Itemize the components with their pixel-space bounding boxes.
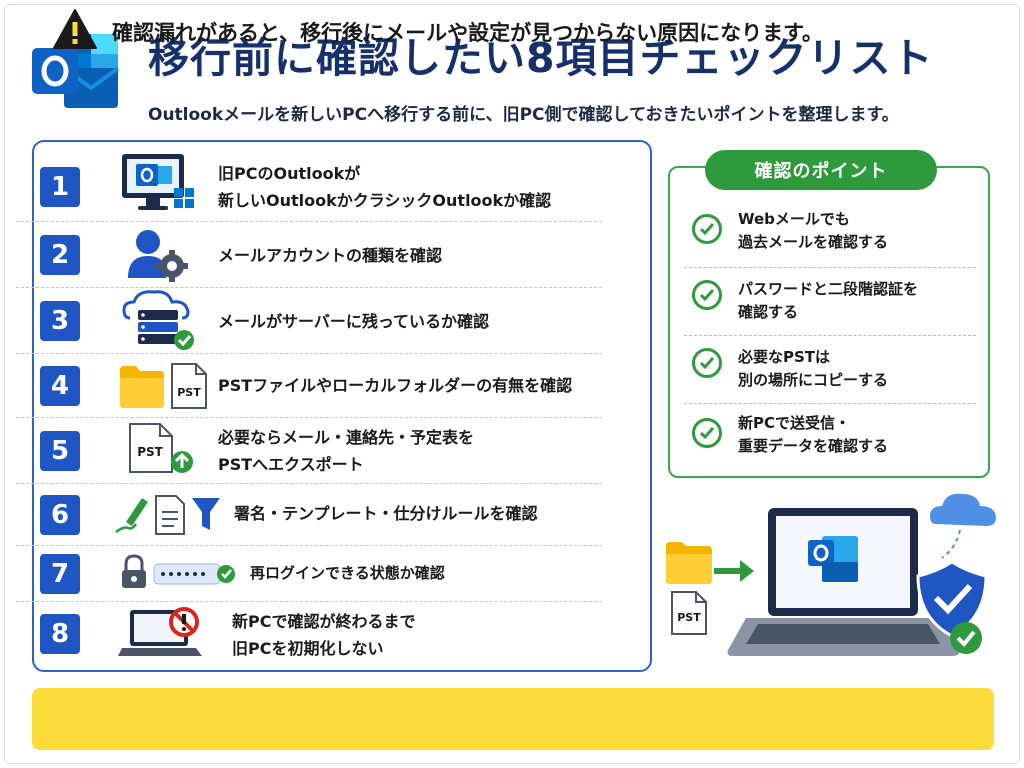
check-circle-icon bbox=[950, 622, 982, 654]
checklist-row-6-text: 署名・テンプレート・仕分けルールを確認 bbox=[234, 504, 538, 523]
point-item-3-text: 必要なPSTは 別の場所にコピーする bbox=[738, 348, 889, 389]
checklist-row-5-text: 必要ならメール・連絡先・予定表を PSTへエクスポート bbox=[218, 428, 475, 474]
checklist-row-7-text: 再ログインできる状態か確認 bbox=[250, 564, 445, 582]
folder-icon bbox=[666, 542, 712, 584]
laptop-no-reset-icon bbox=[118, 607, 202, 656]
svg-text:PST: PST bbox=[137, 445, 163, 459]
checklist-row-2: 2 bbox=[16, 222, 602, 288]
checklist-row-7: 7 bbox=[16, 546, 602, 602]
user-settings-icon bbox=[128, 230, 188, 282]
step-number-badge: 7 bbox=[40, 553, 80, 594]
warning-text: 確認漏れがあると、移行後にメールや設定が見つからない原因になります。 bbox=[112, 21, 824, 45]
warning-banner bbox=[32, 688, 994, 750]
checklist-row-4-text: PSTファイルやローカルフォルダーの有無を確認 bbox=[218, 376, 573, 395]
laptop-outlook-icon bbox=[727, 508, 960, 656]
checklist-row-2-text: メールアカウントの種類を確認 bbox=[218, 246, 443, 265]
step-number-badge: 5 bbox=[40, 430, 80, 471]
check-circle-icon bbox=[692, 214, 722, 244]
point-item-2-text: パスワードと二段階認証を 確認する bbox=[738, 280, 919, 321]
cloud-icon bbox=[930, 493, 996, 559]
page-subtitle: Outlookメールを新しいPCへ移行する前に、旧PC側で確認しておきたいポイン… bbox=[148, 105, 899, 125]
warning-triangle-icon bbox=[53, 9, 97, 49]
page-title: 移行前に確認したい8項目チェックリスト bbox=[148, 34, 934, 82]
pc-monitor-outlook-icon bbox=[122, 154, 194, 210]
point-item-1: Webメールでも 過去メールを確認する bbox=[684, 200, 976, 268]
checklist-row-3-text: メールがサーバーに残っているか確認 bbox=[218, 312, 490, 331]
pst-label: PST bbox=[677, 611, 701, 624]
step-number-badge: 4 bbox=[40, 365, 80, 406]
folder-pst-icon: PST bbox=[120, 363, 207, 409]
checklist-row-3: 3 bbox=[16, 288, 602, 354]
arrow-right-icon bbox=[714, 560, 754, 582]
point-item-4-text: 新PCで送受信・ 重要データを確認する bbox=[738, 414, 889, 455]
page-frame bbox=[4, 4, 1020, 764]
point-item-2: パスワードと二段階認証を 確認する bbox=[684, 268, 976, 336]
step-number-badge: 3 bbox=[40, 300, 80, 341]
point-item-1-text: Webメールでも 過去メールを確認する bbox=[738, 210, 889, 251]
svg-text:PST: PST bbox=[177, 386, 201, 399]
checklist-row-8-text: 新PCで確認が終わるまで 旧PCを初期化しない bbox=[232, 612, 416, 658]
shield-check-icon bbox=[916, 560, 988, 638]
point-item-4: 新PCで送受信・ 重要データを確認する bbox=[684, 404, 976, 472]
checklist-row-6: 6 bbox=[16, 484, 602, 546]
step-number-badge: 2 bbox=[40, 234, 80, 275]
cloud-server-check-icon bbox=[122, 290, 194, 350]
checklist-row-8: 8 bbox=[16, 602, 602, 666]
points-title: 確認のポイント bbox=[705, 150, 937, 190]
checklist-row-4: 4 bbox=[16, 354, 602, 418]
check-circle-icon bbox=[692, 280, 722, 310]
checklist-row-1: 1 bbox=[16, 152, 602, 222]
signature-template-filter-icon bbox=[115, 495, 220, 535]
points-box bbox=[668, 166, 990, 478]
pst-export-icon: PST bbox=[129, 423, 193, 473]
point-item-3: 必要なPSTは 別の場所にコピーする bbox=[684, 336, 976, 404]
step-number-badge: 1 bbox=[40, 166, 80, 207]
migration-illustration: PST bbox=[666, 493, 996, 656]
step-number-badge: 8 bbox=[40, 614, 80, 654]
check-circle-icon bbox=[692, 418, 722, 448]
check-circle-icon bbox=[692, 348, 722, 378]
checklist-row-1-text: 旧PCのOutlookが 新しいOutlookかクラシックOutlookか確認 bbox=[218, 164, 552, 210]
pst-file-icon: PST bbox=[671, 591, 707, 635]
checklist-row-5: 5 bbox=[16, 418, 602, 484]
lock-password-icon bbox=[122, 554, 235, 588]
step-number-badge: 6 bbox=[40, 494, 80, 535]
outlook-logo-icon bbox=[32, 34, 120, 108]
